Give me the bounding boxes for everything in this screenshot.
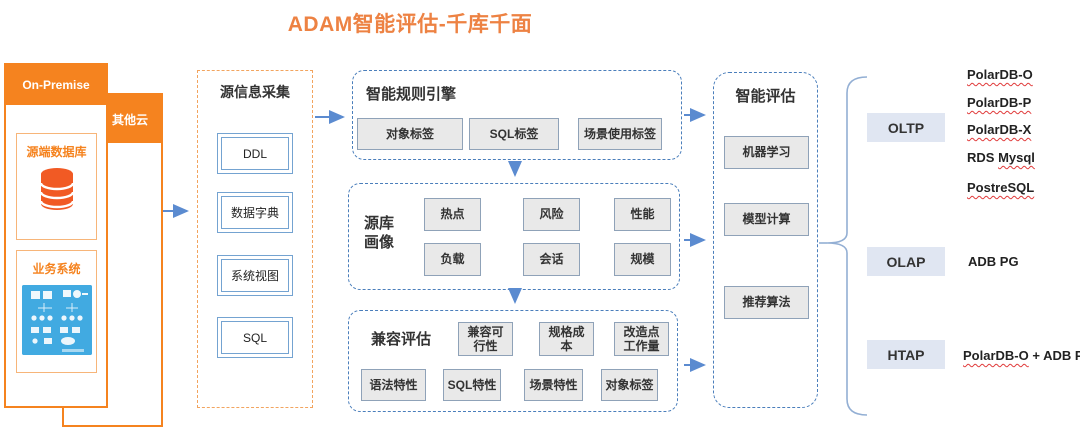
tag-object-label: 对象标签: [357, 118, 463, 150]
collection-item-system-views: 系统视图: [217, 255, 293, 296]
tag-load: 负载: [424, 243, 481, 276]
curly-brace: [826, 76, 868, 416]
compat-assessment-title: 兼容评估: [371, 331, 432, 348]
db-htap-combo: PolarDB-O + ADB PG: [963, 348, 1080, 363]
tag-sql-features: SQL特性: [443, 369, 501, 401]
business-system-thumbnail-icon: [21, 285, 92, 355]
business-system-card: 业务系统: [16, 250, 97, 373]
tag-sql-label: SQL标签: [469, 118, 559, 150]
category-oltp: OLTP: [867, 113, 945, 142]
tag-machine-learning: 机器学习: [724, 136, 809, 169]
source-profile-panel: 源库画像 热点 风险 性能 负载 会话 规模: [348, 183, 680, 290]
tag-performance: 性能: [614, 198, 671, 231]
category-olap: OLAP: [867, 247, 945, 276]
tag-compat-feasibility: 兼容可行性: [458, 322, 513, 356]
source-database-card: 源端数据库: [16, 133, 97, 240]
tag-scale: 规模: [614, 243, 671, 276]
tag-object-label-2: 对象标签: [601, 369, 658, 401]
db-polardb-x: PolarDB-X: [967, 122, 1032, 137]
db-polardb-o: PolarDB-O: [967, 67, 1033, 82]
db-htap-polardb-wavy: PolarDB-O: [963, 348, 1029, 363]
source-info-collection-panel: 源信息采集 DDL 数据字典 系统视图 SQL: [197, 70, 313, 408]
rules-engine-title: 智能规则引擎: [366, 86, 457, 103]
other-cloud-label: 其他云: [111, 112, 148, 127]
on-premise-label: On-Premise: [22, 78, 90, 92]
source-database-label: 源端数据库: [26, 145, 87, 159]
db-rds-mysql-wavy: Mysql: [998, 150, 1035, 165]
db-polardb-p: PolarDB-P: [967, 95, 1032, 110]
intelligent-assessment-title: 智能评估: [735, 88, 796, 105]
database-cylinder-icon: [39, 168, 74, 210]
rules-engine-panel: 智能规则引擎 对象标签 SQL标签 场景使用标签: [352, 70, 682, 160]
tag-rework-workload: 改造点工作量: [614, 322, 669, 356]
tag-spec-cost: 规格成本: [539, 322, 594, 356]
business-system-label: 业务系统: [32, 262, 81, 276]
on-premise-panel: On-Premise 源端数据库 业务系统: [4, 63, 108, 408]
page-title: ADAM智能评估-千库千面: [287, 13, 533, 36]
tag-model-compute: 模型计算: [724, 203, 809, 236]
category-htap: HTAP: [867, 340, 945, 369]
compat-assessment-panel: 兼容评估 兼容可行性 规格成本 改造点工作量 语法特性 SQL特性 场景特性 对…: [348, 310, 678, 412]
intelligent-assessment-panel: 智能评估 机器学习 模型计算 推荐算法: [713, 72, 818, 408]
source-profile-title: 源库画像: [364, 215, 395, 251]
db-adb-pg: ADB PG: [968, 254, 1019, 269]
tag-hotspot: 热点: [424, 198, 481, 231]
collection-item-data-dictionary: 数据字典: [217, 192, 293, 233]
collection-item-ddl: DDL: [217, 133, 293, 174]
db-rds-mysql: RDS Mysql: [967, 150, 1035, 165]
tag-session: 会话: [523, 243, 580, 276]
tag-recommend-algo: 推荐算法: [724, 286, 809, 319]
db-postresql: PostreSQL: [967, 180, 1035, 195]
tag-scene-usage-label: 场景使用标签: [578, 118, 662, 150]
source-info-collection-title: 源信息采集: [220, 84, 290, 100]
tag-scene-features: 场景特性: [524, 369, 583, 401]
tag-syntax-features: 语法特性: [361, 369, 426, 401]
collection-item-sql: SQL: [217, 317, 293, 358]
on-premise-header: On-Premise: [6, 65, 106, 105]
tag-risk: 风险: [523, 198, 580, 231]
